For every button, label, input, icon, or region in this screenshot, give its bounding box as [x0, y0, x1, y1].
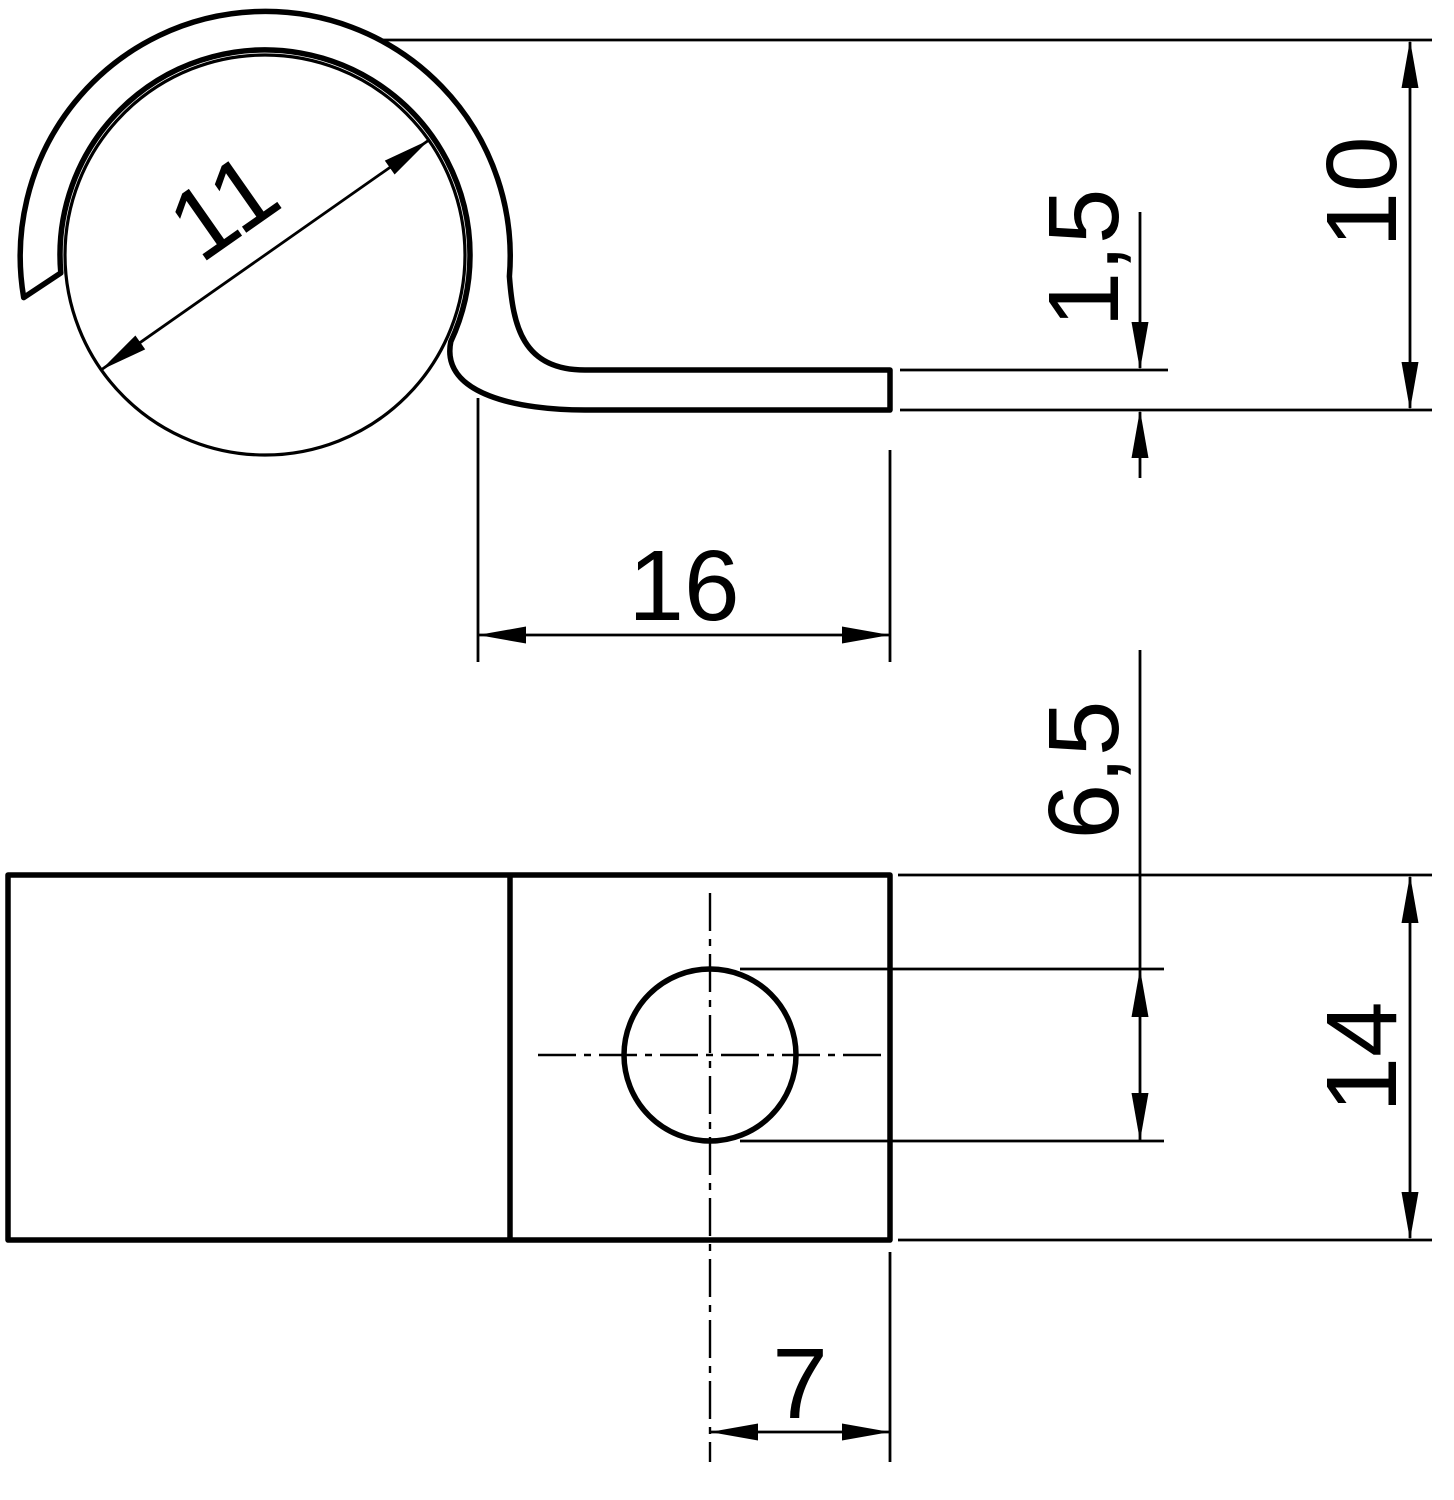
arrowhead-hole-bottom	[1131, 1093, 1149, 1141]
plate-outline	[5, 872, 893, 1243]
arrowhead-leg-right	[842, 626, 890, 644]
arrowhead-height-bottom	[1401, 362, 1419, 410]
arrowhead-width-top	[1401, 875, 1419, 923]
dimension-line-cable-diameter	[100, 138, 430, 372]
arrowhead-thickness-top	[1131, 322, 1149, 370]
arrowhead-offset-left	[710, 1423, 758, 1441]
dim-label-material-thickness: 1,5	[1028, 188, 1140, 327]
cable-circle	[63, 53, 467, 457]
clip-profile	[17, 8, 893, 413]
arrowhead-width-bottom	[1401, 1192, 1419, 1240]
arrowhead-thickness-bottom	[1131, 410, 1149, 458]
arrowhead-hole-top	[1131, 969, 1149, 1017]
arrowhead-diameter-lower	[101, 335, 146, 370]
dim-label-clip-height: 10	[1306, 136, 1418, 247]
arrowhead-offset-right	[842, 1423, 890, 1441]
plan-view: 6,5 14 7	[5, 650, 1432, 1462]
dim-label-hole-diameter: 6,5	[1028, 700, 1140, 839]
dim-label-plate-width: 14	[1306, 1001, 1418, 1112]
arrowhead-leg-left	[478, 626, 526, 644]
arrowhead-height-top	[1401, 40, 1419, 88]
arrowhead-diameter-upper	[384, 140, 429, 175]
dim-label-cable-diameter: 11	[149, 132, 298, 283]
dim-label-hole-offset: 7	[772, 1328, 828, 1440]
dim-label-leg-length: 16	[628, 530, 739, 642]
side-view: 11 16 1,5 10	[17, 8, 1432, 662]
